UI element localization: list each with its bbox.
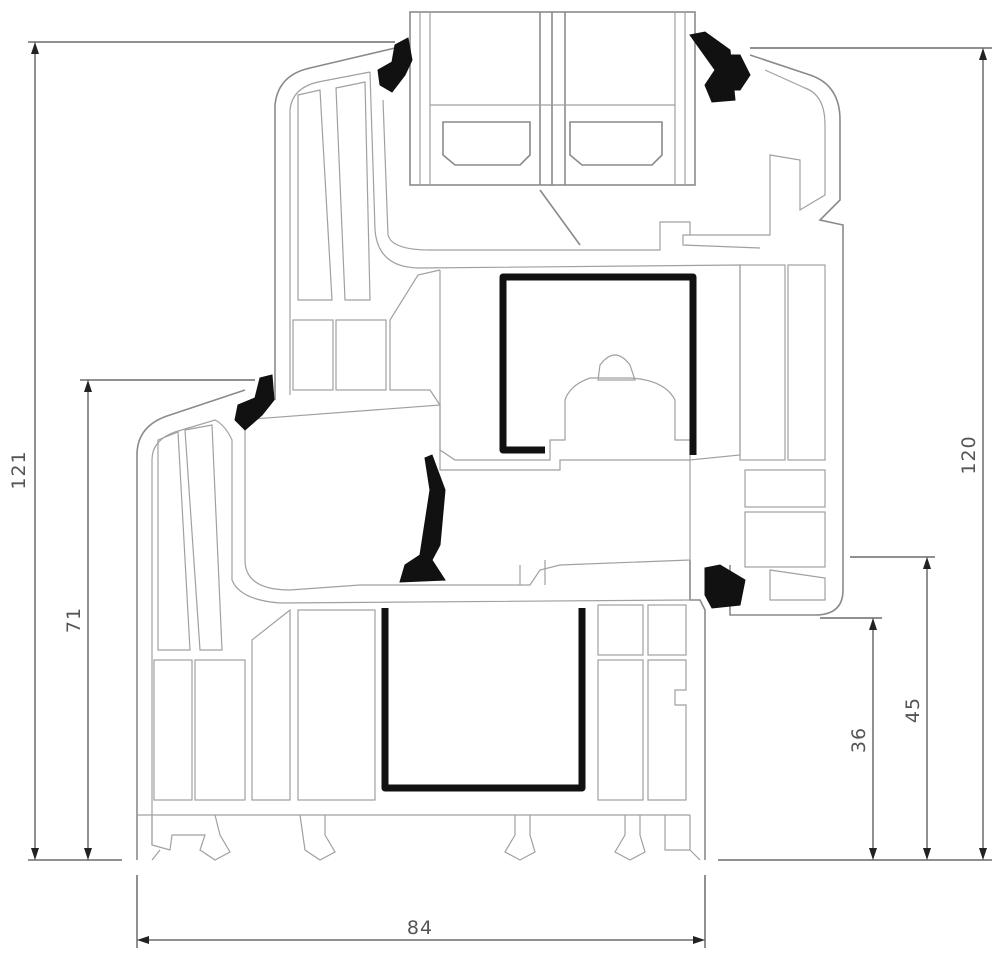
dimension-lines [28, 41, 992, 948]
frame-reinforcement [381, 608, 586, 792]
frame-profile [136, 389, 706, 861]
sash-profile [274, 47, 844, 616]
dim-label-84: 84 [407, 917, 433, 939]
dim-label-120: 120 [958, 435, 980, 474]
dim-label-45: 45 [902, 697, 924, 723]
sash-reinforcement [499, 273, 697, 455]
glass-unit [409, 11, 696, 246]
dim-label-71: 71 [63, 607, 85, 633]
gaskets [234, 31, 751, 609]
dim-label-36: 36 [848, 727, 870, 753]
dim-label-121: 121 [8, 450, 30, 489]
